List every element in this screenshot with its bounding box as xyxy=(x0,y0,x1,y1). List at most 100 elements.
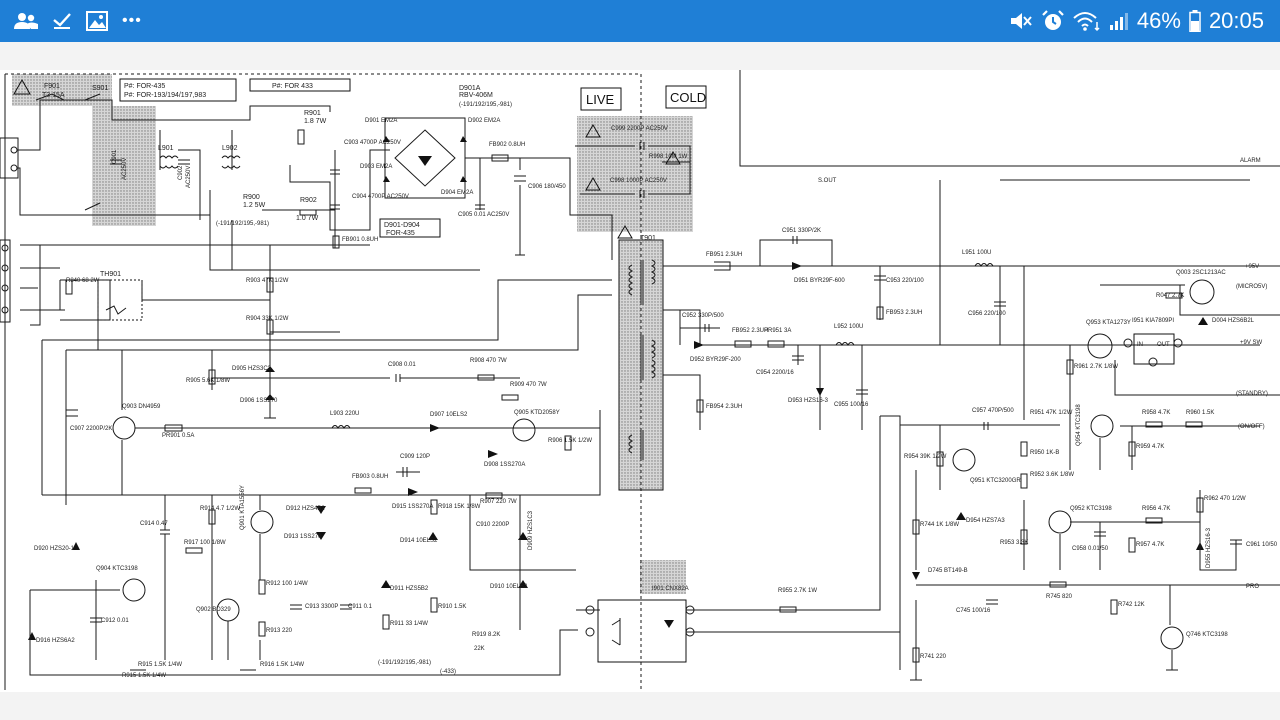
svg-text:FB953 2.3UH: FB953 2.3UH xyxy=(886,310,922,316)
svg-text:AC250V: AC250V xyxy=(186,166,192,188)
svg-text:I951 KIA7809PI: I951 KIA7809PI xyxy=(1132,318,1174,324)
svg-text:P#: FOR 433: P#: FOR 433 xyxy=(272,83,313,90)
svg-text:D901 EM2A: D901 EM2A xyxy=(365,118,397,124)
svg-text:R900: R900 xyxy=(243,194,260,201)
svg-text:RBV-406M: RBV-406M xyxy=(459,92,493,99)
svg-text:Q003 2SC1213AC: Q003 2SC1213AC xyxy=(1176,270,1226,276)
svg-text:FOR-435: FOR-435 xyxy=(386,230,415,237)
clock: 20:05 xyxy=(1208,8,1264,33)
svg-text:Q952 KTC3198: Q952 KTC3198 xyxy=(1070,506,1112,512)
svg-text:D953 HZS16-3: D953 HZS16-3 xyxy=(788,398,829,404)
svg-text:(-191/192/195,-981): (-191/192/195,-981) xyxy=(459,102,512,108)
svg-text:D914 10ELS2: D914 10ELS2 xyxy=(400,538,438,544)
svg-text:S901: S901 xyxy=(92,85,108,92)
svg-text:D907 10ELS2: D907 10ELS2 xyxy=(430,412,468,418)
svg-text:R745 820: R745 820 xyxy=(1046,594,1073,600)
transformer-t901: T901 xyxy=(617,225,664,491)
svg-text:(-191/192/195,-981): (-191/192/195,-981) xyxy=(216,221,269,227)
svg-text:R961 2.7K 1/8W: R961 2.7K 1/8W xyxy=(1074,364,1118,370)
svg-text:1.0 7W: 1.0 7W xyxy=(296,215,319,222)
svg-text:R744 1K 1/8W: R744 1K 1/8W xyxy=(920,522,959,528)
svg-text:R915 1.5K 1/4W: R915 1.5K 1/4W xyxy=(122,673,166,679)
svg-text:C903 4700P AC250V: C903 4700P AC250V xyxy=(344,140,401,146)
svg-text:C745 100/16: C745 100/16 xyxy=(956,608,991,614)
svg-text:PR951 3A: PR951 3A xyxy=(764,328,791,334)
svg-text:L903 220U: L903 220U xyxy=(330,411,359,417)
svg-text:C956 220/100: C956 220/100 xyxy=(968,311,1006,317)
svg-text:(-433): (-433) xyxy=(440,669,456,675)
alarm-icon xyxy=(1042,10,1064,30)
svg-text:C913 3300P: C913 3300P xyxy=(305,604,338,610)
svg-text:PR901 0.5A: PR901 0.5A xyxy=(162,433,194,439)
svg-text:C904 4700P AC250V: C904 4700P AC250V xyxy=(352,194,409,200)
svg-text:FB903 0.8UH: FB903 0.8UH xyxy=(352,474,388,480)
svg-text:FB952 2.3UH: FB952 2.3UH xyxy=(732,328,768,334)
svg-text:F901: F901 xyxy=(44,83,60,90)
svg-text:C954 2200/16: C954 2200/16 xyxy=(756,370,794,376)
svg-text:R913 220: R913 220 xyxy=(266,628,293,634)
svg-text:C912 0.01: C912 0.01 xyxy=(101,618,129,624)
svg-text:R955 2.7K 1W: R955 2.7K 1W xyxy=(778,588,817,594)
transistor-q901 xyxy=(250,510,274,534)
transistor-q003 xyxy=(1189,279,1215,305)
svg-text:D911 HZS5B2: D911 HZS5B2 xyxy=(390,586,429,592)
svg-text:FB901 0.8UH: FB901 0.8UH xyxy=(342,237,378,243)
svg-text:R908 470 7W: R908 470 7W xyxy=(470,358,507,364)
fuse-f901 xyxy=(35,93,65,101)
svg-text:R902: R902 xyxy=(300,197,317,204)
transistor-q951 xyxy=(952,448,976,472)
transistor-q746 xyxy=(1160,626,1184,650)
svg-text:C957 470P/500: C957 470P/500 xyxy=(972,408,1014,414)
svg-text:R906 1.5K 1/2W: R906 1.5K 1/2W xyxy=(548,438,592,444)
svg-text:D745 BT149-B: D745 BT149-B xyxy=(928,568,968,574)
svg-text:C953 220/100: C953 220/100 xyxy=(886,278,924,284)
svg-text:R912 100 1/4W: R912 100 1/4W xyxy=(266,581,308,587)
shade-fuse xyxy=(12,74,112,106)
svg-text:R950 1K-B: R950 1K-B xyxy=(1030,450,1059,456)
svg-text:L951 100U: L951 100U xyxy=(962,250,991,256)
svg-text:C907 2200P/2K: C907 2200P/2K xyxy=(70,426,112,432)
svg-text:I901 CNX82A: I901 CNX82A xyxy=(652,586,689,592)
svg-text:R958 4.7K: R958 4.7K xyxy=(1142,410,1170,416)
svg-text:R741 220: R741 220 xyxy=(920,654,947,660)
svg-text:R959 4.7K: R959 4.7K xyxy=(1136,444,1164,450)
schematic-image[interactable]: F901 T3.15A S901 L901 L902 C901 AC250V C… xyxy=(0,70,1280,692)
svg-text:22K: 22K xyxy=(474,646,485,652)
viewer-top-margin xyxy=(0,42,1280,70)
svg-text:R905 5.6K 1/8W: R905 5.6K 1/8W xyxy=(186,378,230,384)
mute-icon xyxy=(1010,13,1032,29)
svg-text:C999 2200P AC250V: C999 2200P AC250V xyxy=(611,126,668,132)
svg-text:C909 120P: C909 120P xyxy=(400,454,430,460)
svg-text:C958 0.01/50: C958 0.01/50 xyxy=(1072,546,1109,552)
svg-text:Q901 KTA1556Y: Q901 KTA1556Y xyxy=(240,485,246,530)
svg-text:D910 10ELS2: D910 10ELS2 xyxy=(490,584,528,590)
svg-text:Q904 KTC3198: Q904 KTC3198 xyxy=(96,566,138,572)
thermistor-th901 xyxy=(97,279,143,321)
battery-percent: 46% xyxy=(1136,8,1181,33)
svg-text:Q951 KTC3200GR: Q951 KTC3200GR xyxy=(970,478,1021,484)
image-viewer[interactable]: F901 T3.15A S901 L901 L902 C901 AC250V C… xyxy=(0,70,1280,692)
svg-text:R953 3.3K: R953 3.3K xyxy=(1000,540,1028,546)
svg-text:R951 47K 1/2W: R951 47K 1/2W xyxy=(1030,410,1073,416)
svg-text:R998 10M 1W: R998 10M 1W xyxy=(649,154,688,160)
svg-text:Q746 KTC3198: Q746 KTC3198 xyxy=(1186,632,1228,638)
svg-text:D954 HZS7A3: D954 HZS7A3 xyxy=(966,518,1005,524)
svg-text:(STANDBY): (STANDBY) xyxy=(1236,391,1268,397)
status-bar-system: 46% 20:05 xyxy=(1009,0,1264,42)
svg-text:R915 1.5K 1/4W: R915 1.5K 1/4W xyxy=(138,662,182,668)
svg-text:Q953 KTA1273Y: Q953 KTA1273Y xyxy=(1086,320,1131,326)
svg-text:D901-D904: D901-D904 xyxy=(384,222,420,229)
warning-triangle-icon xyxy=(13,78,31,95)
cold-label-box xyxy=(665,85,707,109)
svg-text:R919 8.2K: R919 8.2K xyxy=(472,632,500,638)
svg-text:C961 10/50: C961 10/50 xyxy=(1246,542,1278,548)
svg-text:C905 0.01 AC250V: C905 0.01 AC250V xyxy=(458,212,509,218)
svg-text:R742 12K: R742 12K xyxy=(1118,602,1145,608)
svg-text:C911 0.1: C911 0.1 xyxy=(348,604,373,610)
svg-text:Q902 BD329: Q902 BD329 xyxy=(196,607,231,613)
svg-text:R954 39K 1/2W: R954 39K 1/2W xyxy=(904,454,947,460)
svg-text:D955 HZS16-3: D955 HZS16-3 xyxy=(1206,527,1212,568)
svg-text:C906 180/450: C906 180/450 xyxy=(528,184,566,190)
svg-text:D952 BYR29F-200: D952 BYR29F-200 xyxy=(690,357,741,363)
transistor-q905 xyxy=(512,418,536,442)
